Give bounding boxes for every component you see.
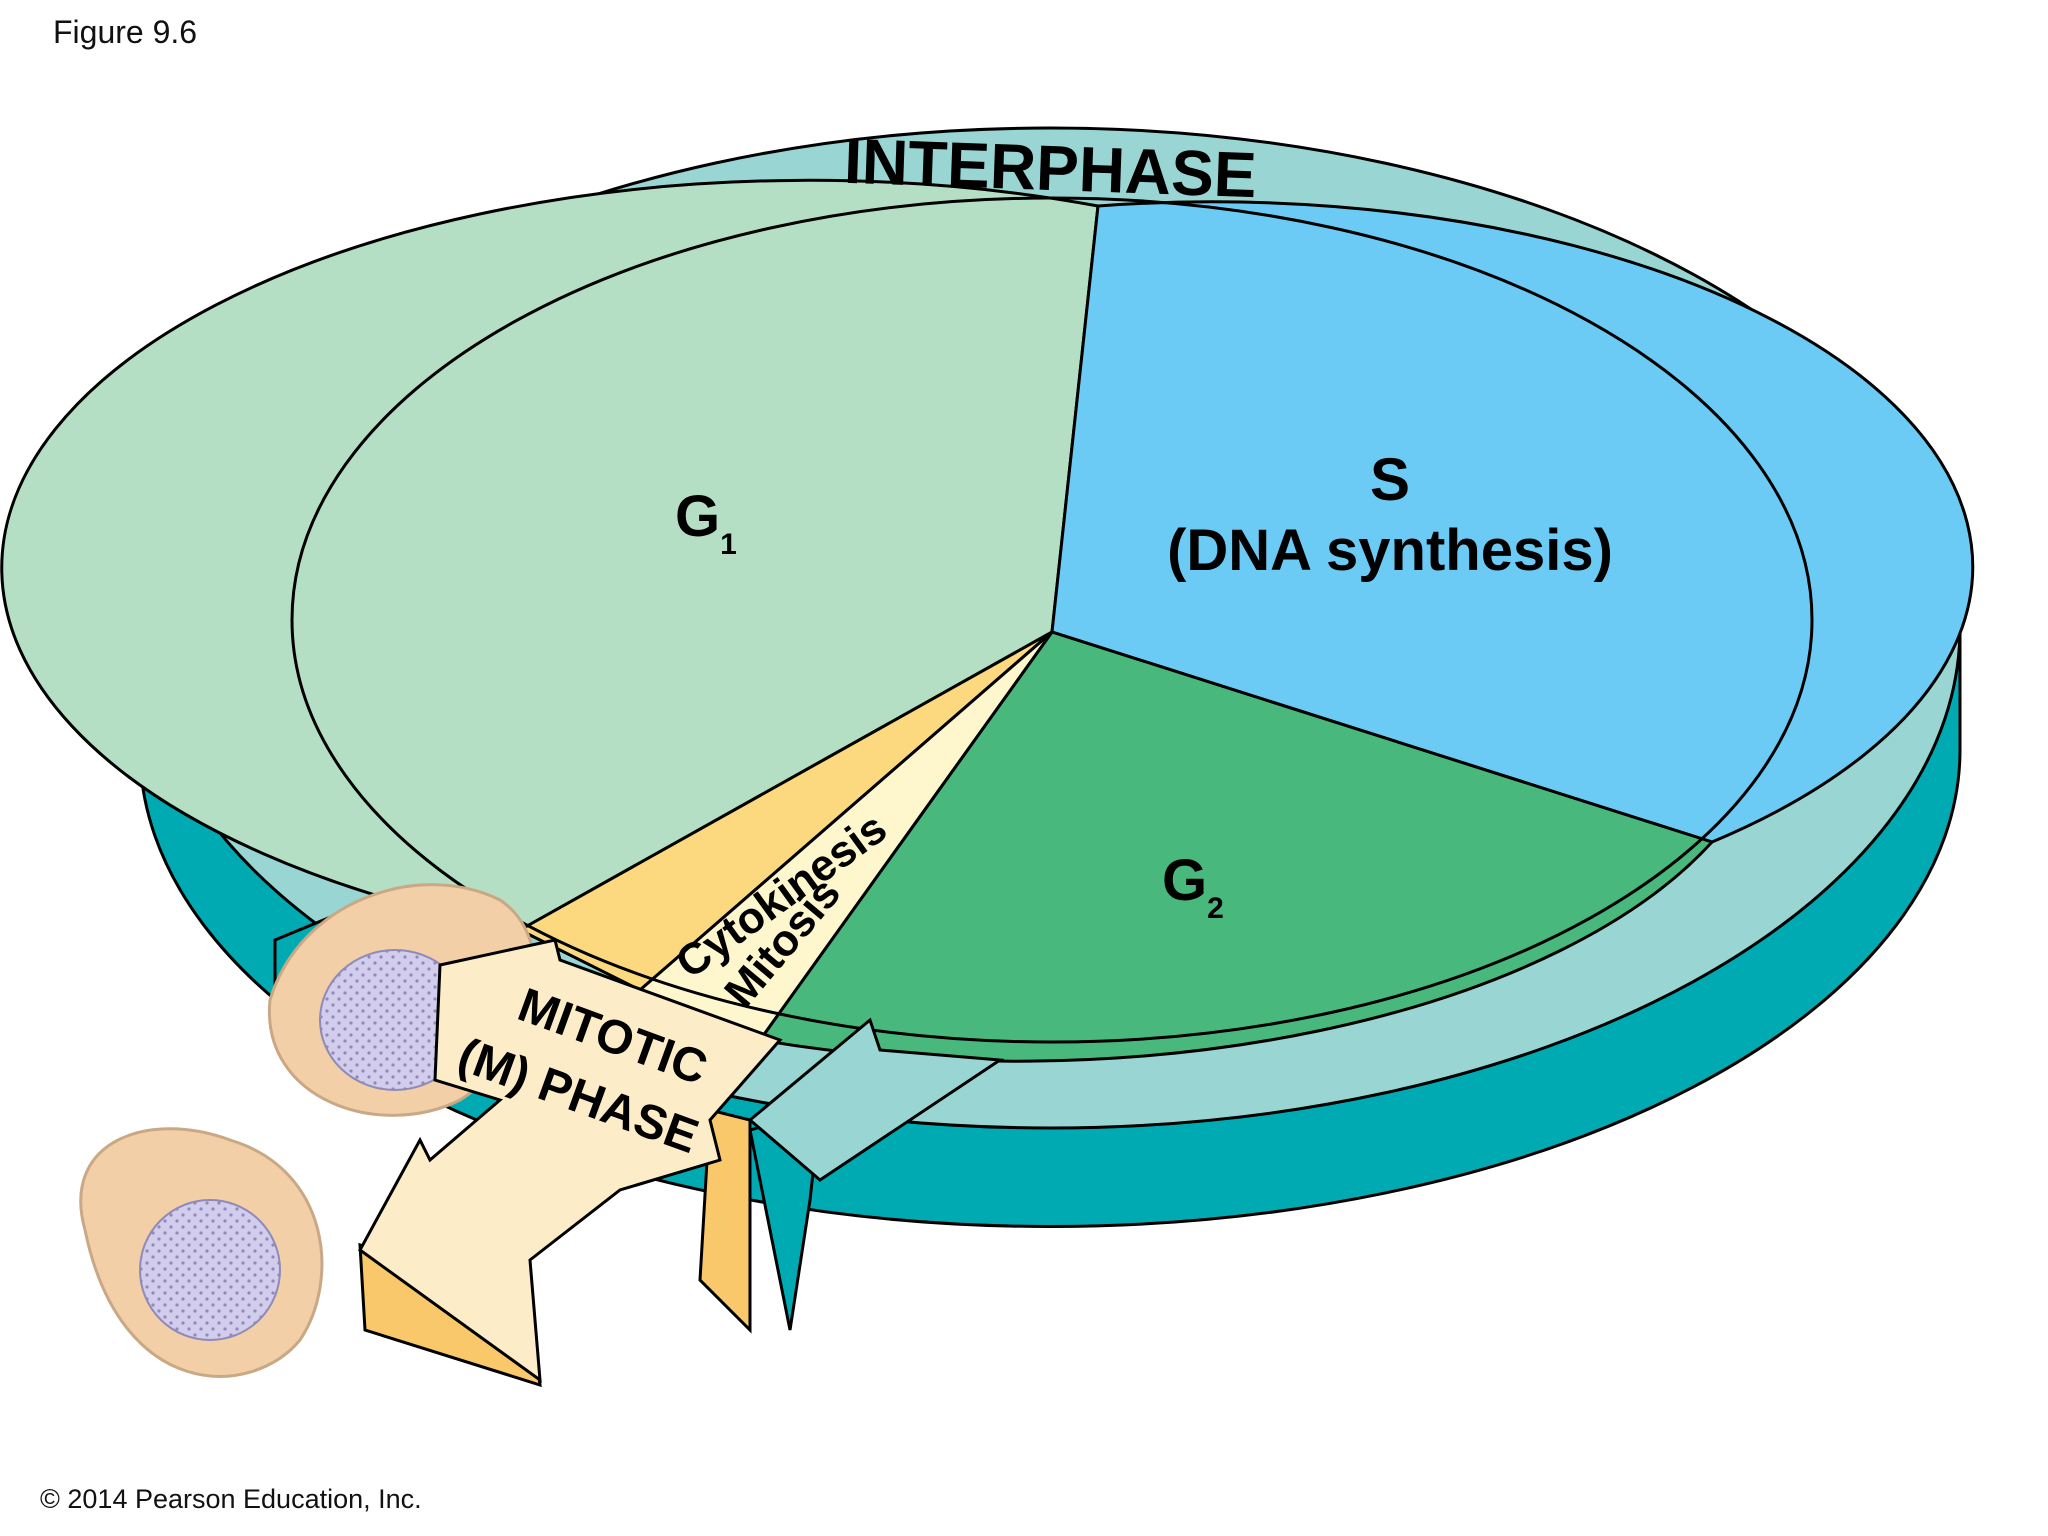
s-label: S (1370, 446, 1410, 513)
interphase-label: INTERPHASE (843, 125, 1258, 211)
inner-outline (290, 196, 1814, 1044)
mitotic-phase-arrow (358, 938, 783, 1388)
g1-slice (0, 178, 1100, 932)
g1-label: G1 (675, 484, 737, 561)
g2-label: G2 (1162, 848, 1224, 925)
cell-lower (79, 1127, 324, 1378)
copyright: © 2014 Pearson Education, Inc. (40, 1484, 422, 1514)
s-slice (1050, 200, 1975, 844)
arrow-face (358, 938, 783, 1384)
arrow-side-2 (698, 1108, 752, 1334)
s-sublabel: (DNA synthesis) (1167, 518, 1613, 583)
ring-arrowhead (747, 1017, 1005, 1182)
figure-label: Figure 9.6 (53, 14, 198, 50)
